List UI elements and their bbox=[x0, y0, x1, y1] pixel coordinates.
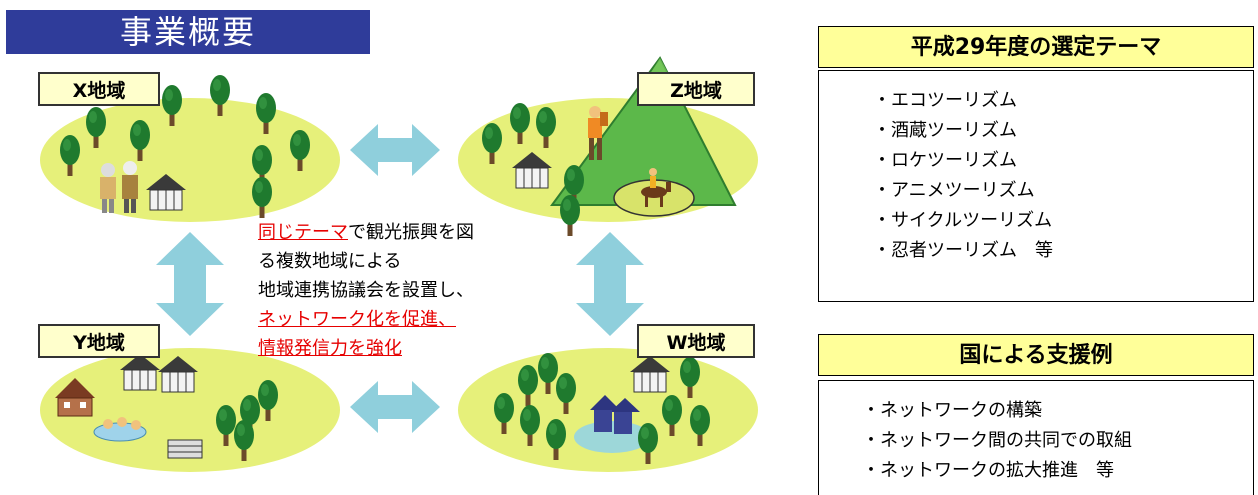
list-item: ・アニメツーリズム bbox=[873, 180, 1035, 201]
list-item: ・忍者ツーリズム 等 bbox=[873, 240, 1053, 261]
region-label-y: Y地域 bbox=[38, 324, 160, 358]
tourists-icon bbox=[100, 161, 138, 213]
region-label-z: Z地域 bbox=[637, 72, 755, 106]
list-item: ・サイクルツーリズム bbox=[873, 210, 1053, 231]
center-line-4: ネットワーク化を促進、 bbox=[258, 305, 558, 334]
arrow-z-w bbox=[576, 232, 644, 336]
building-icon bbox=[167, 439, 203, 459]
support-panel-heading: 国による支援例 bbox=[818, 334, 1254, 376]
hot-spring-icon bbox=[93, 417, 147, 442]
lodge-icon bbox=[55, 378, 95, 417]
center-description: 同じテーマで観光振興を図 る複数地域による 地域連携協議会を設置し、 ネットワー… bbox=[258, 218, 558, 363]
highlight-network: ネットワーク化を促進、 bbox=[258, 309, 456, 330]
arrow-x-y bbox=[156, 232, 224, 336]
themes-panel-heading: 平成29年度の選定テーマ bbox=[818, 26, 1254, 68]
region-label-w: W地域 bbox=[637, 324, 755, 358]
support-panel bbox=[818, 380, 1254, 495]
center-line-1: 同じテーマで観光振興を図 bbox=[258, 218, 558, 247]
highlight-same-theme: 同じテーマ bbox=[258, 222, 348, 243]
center-line-3: 地域連携協議会を設置し、 bbox=[258, 280, 474, 301]
highlight-information: 情報発信力を強化 bbox=[258, 338, 402, 359]
list-item: ・ネットワークの拡大推進 等 bbox=[862, 460, 1114, 481]
list-item: ・エコツーリズム bbox=[873, 90, 1017, 111]
list-item: ・ロケツーリズム bbox=[873, 150, 1017, 171]
page-title: 事業概要 bbox=[6, 10, 370, 54]
themes-panel bbox=[818, 70, 1254, 302]
arrow-x-z bbox=[350, 124, 440, 176]
region-label-x: X地域 bbox=[38, 72, 160, 106]
themes-list: ・エコツーリズム ・酒蔵ツーリズム ・ロケツーリズム ・アニメツーリズム ・サイ… bbox=[873, 86, 1053, 266]
hiker-icon bbox=[588, 106, 608, 160]
tree-icon bbox=[560, 195, 580, 236]
ground-x bbox=[40, 98, 340, 222]
center-line-1-rest: で観光振興を図 bbox=[348, 222, 474, 243]
arrow-y-w bbox=[350, 381, 440, 433]
center-line-5: 情報発信力を強化 bbox=[258, 334, 558, 363]
horse-rider-icon bbox=[641, 168, 671, 207]
ninja-group-icon bbox=[574, 395, 650, 453]
center-line-2: る複数地域による bbox=[258, 251, 402, 272]
list-item: ・酒蔵ツーリズム bbox=[873, 120, 1017, 141]
list-item: ・ネットワークの構築 bbox=[862, 400, 1042, 421]
support-list: ・ネットワークの構築 ・ネットワーク間の共同での取組 ・ネットワークの拡大推進 … bbox=[862, 396, 1132, 486]
list-item: ・ネットワーク間の共同での取組 bbox=[862, 430, 1132, 451]
